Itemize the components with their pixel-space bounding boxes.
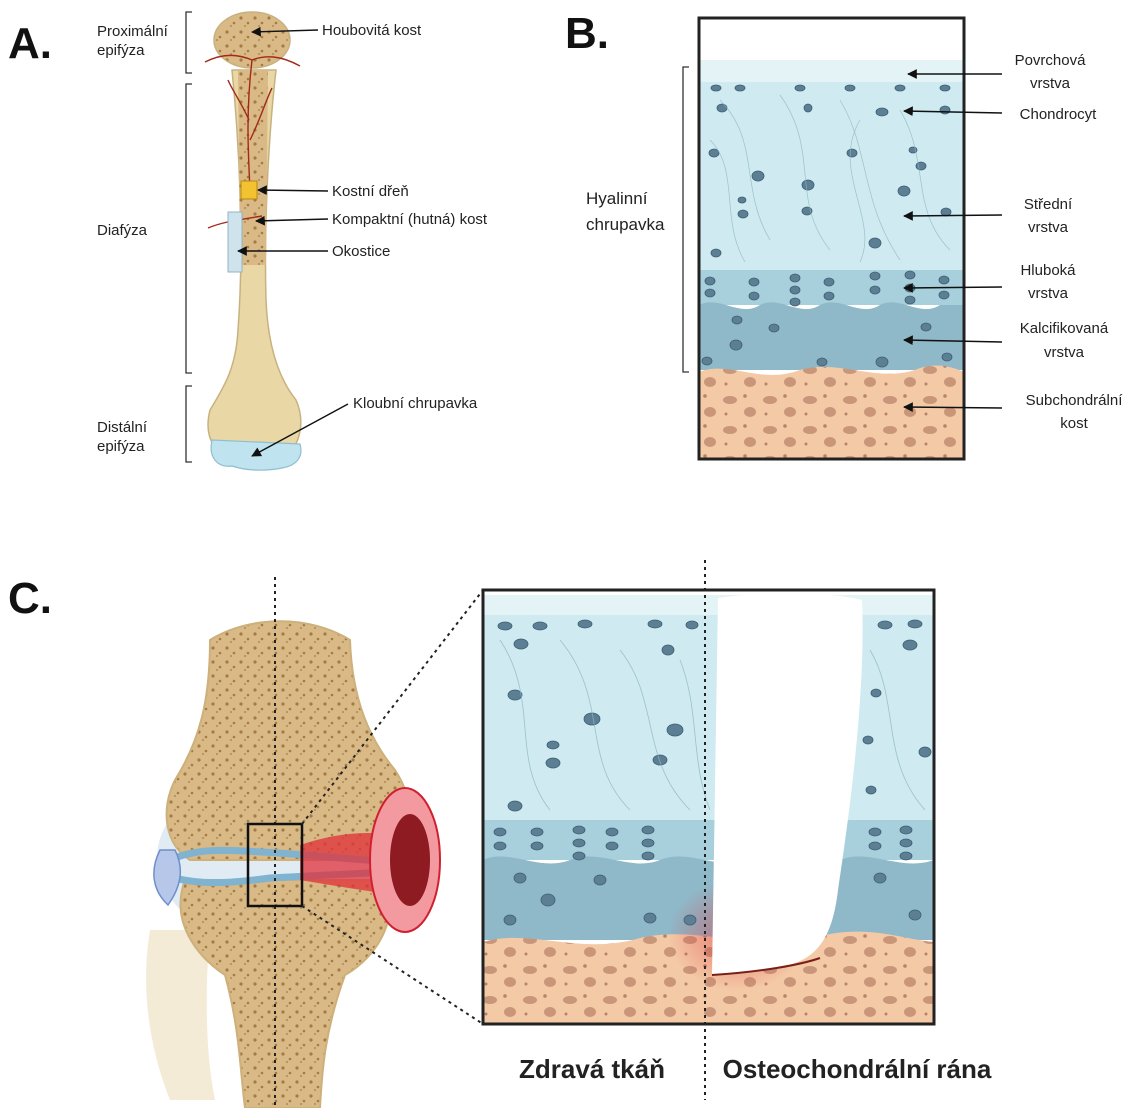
label-subchondral-2: kost xyxy=(1060,415,1088,432)
label-osteochondral-wound: Osteochondrální rána xyxy=(723,1054,992,1084)
label-chondrocyte: Chondrocyt xyxy=(1020,106,1098,123)
label-surface-2: vrstva xyxy=(1030,75,1071,92)
label-deep-1: Hluboká xyxy=(1020,262,1076,279)
surface-zone-b xyxy=(699,60,964,82)
label-calcified-2: vrstva xyxy=(1044,344,1085,361)
articular-cartilage-shape xyxy=(211,440,301,470)
panel-c-letter: C. xyxy=(8,574,52,623)
label-surface-1: Povrchová xyxy=(1015,52,1087,69)
subchondral-zone-b xyxy=(699,365,964,459)
periosteum xyxy=(228,212,242,272)
deep-zone-c xyxy=(483,820,934,860)
surface-zone-c xyxy=(483,595,934,615)
panel-b-letter: B. xyxy=(565,9,609,58)
label-articular-cartilage: Kloubní chrupavka xyxy=(353,395,478,412)
label-deep-2: vrstva xyxy=(1028,285,1069,302)
label-middle-1: Střední xyxy=(1024,196,1073,213)
label-distal-2: epifýza xyxy=(97,438,145,455)
knee-joint xyxy=(146,621,440,1108)
tibia-c xyxy=(181,880,391,1108)
label-subchondral-1: Subchondrální xyxy=(1026,392,1124,409)
label-compact-bone: Kompaktní (hutná) kost xyxy=(332,211,488,228)
label-middle-2: vrstva xyxy=(1028,219,1069,236)
label-proximal-1: Proximální xyxy=(97,23,169,40)
label-healthy-tissue: Zdravá tkáň xyxy=(519,1054,665,1084)
label-calcified-1: Kalcifikovaná xyxy=(1020,320,1109,337)
cartilage-section-b xyxy=(699,18,964,459)
panel-a-brackets xyxy=(186,12,192,462)
label-proximal-2: epifýza xyxy=(97,42,145,59)
cartilage-section-c xyxy=(483,590,934,1024)
label-distal-1: Distální xyxy=(97,419,148,436)
label-diaphysis: Diafýza xyxy=(97,222,148,239)
label-hyaline-2: chrupavka xyxy=(586,215,665,234)
calcified-zone-b xyxy=(699,302,964,370)
middle-zone-c xyxy=(483,595,934,820)
label-hyaline-1: Hyalinní xyxy=(586,189,648,208)
label-spongy-bone: Houbovitá kost xyxy=(322,22,422,39)
femur-bone xyxy=(205,12,301,470)
label-bone-marrow: Kostní dřeň xyxy=(332,183,409,200)
label-periosteum: Okostice xyxy=(332,243,390,260)
inflamed-core xyxy=(390,814,430,906)
panel-a-letter: A. xyxy=(8,19,52,68)
bone-marrow xyxy=(241,181,257,199)
panel-b-bracket xyxy=(683,67,689,372)
